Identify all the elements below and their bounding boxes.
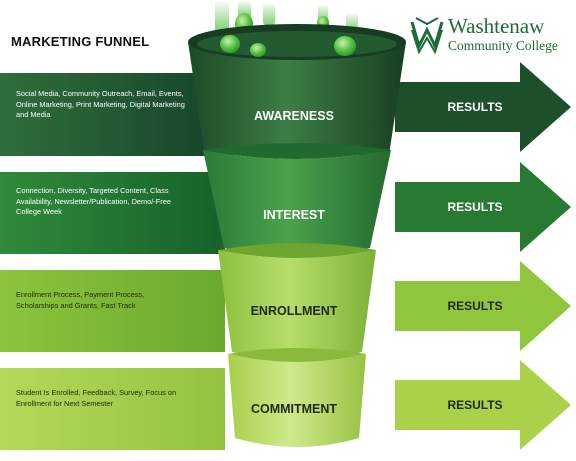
description-band-enrollment — [0, 270, 225, 352]
logo-subtitle: Community College — [448, 38, 558, 53]
stage-description-interest: Connection, Diversity, Targeted Content,… — [16, 186, 171, 217]
logo-name: Washtenaw — [448, 14, 545, 38]
results-label-enrollment: RESULTS — [447, 299, 503, 313]
funnel-section-awareness — [188, 24, 406, 166]
stage-label-interest: INTEREST — [263, 208, 325, 222]
results-arrow-commitment — [395, 360, 571, 450]
results-label-interest: RESULTS — [447, 200, 503, 214]
washtenaw-w-logo-icon — [410, 17, 444, 54]
results-arrow-enrollment — [395, 261, 571, 351]
stage-description-awareness: Social Media, Community Outreach, Email,… — [16, 89, 185, 120]
page-title: MARKETING FUNNEL — [11, 34, 150, 49]
stage-label-awareness: AWARENESS — [254, 109, 334, 123]
results-label-awareness: RESULTS — [447, 100, 503, 114]
funnel-section-commitment — [228, 348, 366, 447]
stage-description-enrollment: Enrollment Process, Payment Process, Sch… — [16, 290, 145, 310]
description-band-interest — [0, 172, 225, 254]
results-arrow-interest — [395, 162, 571, 252]
results-arrow-awareness — [395, 62, 571, 152]
funnel-section-enrollment — [218, 243, 376, 360]
results-label-commitment: RESULTS — [447, 398, 503, 412]
stage-label-enrollment: ENROLLMENT — [250, 304, 338, 318]
description-band-awareness — [0, 73, 225, 156]
stage-label-commitment: COMMITMENT — [250, 402, 338, 416]
college-logo: Washtenaw Community College — [410, 14, 570, 56]
stage-description-commitment: Student Is Enrolled, Feedback, Survey, F… — [16, 388, 177, 408]
description-band-commitment — [0, 368, 225, 450]
funnel-section-interest — [203, 143, 391, 256]
